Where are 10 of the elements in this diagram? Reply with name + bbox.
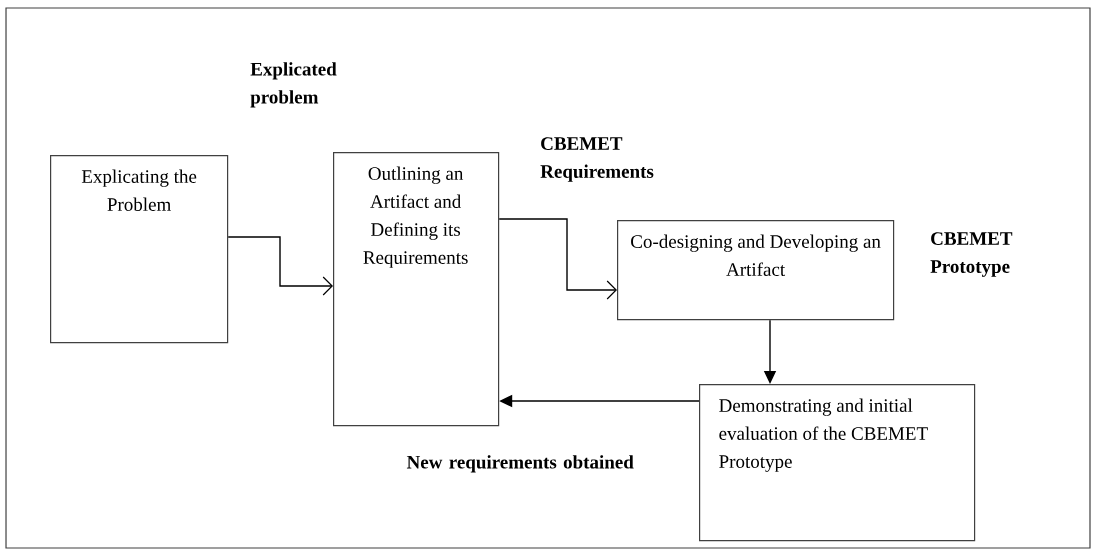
process-box: Explicating the Problem (50, 155, 229, 344)
arrow (227, 236, 333, 296)
process-box: Co-designing and Developing an Artifact (617, 220, 895, 321)
process-box: Demonstrating and initial evaluation of the CBEMET Prototype (699, 384, 976, 542)
output-label: CBEMET Requirements (540, 137, 654, 182)
output-label: Explicated problem (250, 62, 337, 108)
process-box: Outlining an Artifact and Defining its Requirements (333, 152, 500, 427)
arrow (498, 218, 617, 300)
output-label: CBEMET Prototype (930, 232, 1013, 277)
output-label: New requirements obtained (406, 455, 634, 473)
